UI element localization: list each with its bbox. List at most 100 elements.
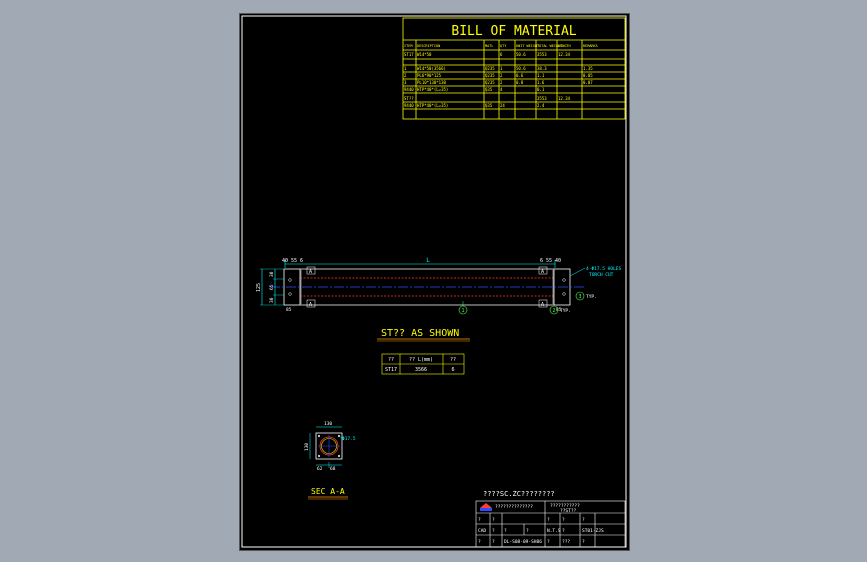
- bom-title: BILL OF MATERIAL: [451, 24, 576, 39]
- bom-table[interactable]: [402, 17, 626, 120]
- bom-header-cell: DESCRIPTION: [417, 44, 440, 48]
- bom-cell: 1: [404, 66, 407, 71]
- title-block-cell: CAD: [478, 528, 486, 534]
- section-marker: A: [309, 302, 312, 308]
- bom-cell: 38.3: [537, 66, 547, 71]
- bom-cell: W14*50: [417, 52, 432, 57]
- bom-outline: [402, 17, 626, 120]
- dim-length-label: L: [426, 257, 430, 264]
- sec-dim-left: 130: [304, 443, 310, 451]
- sec-dim-a: 62: [317, 466, 323, 472]
- bom-header-cell: LENGTH: [558, 44, 571, 48]
- section-marker: A: [541, 269, 544, 275]
- title-block-cell: ?: [492, 517, 495, 523]
- bom-cell: 0.8: [516, 80, 524, 85]
- bom-cell: 0.1: [537, 87, 545, 92]
- title-block-cell: ?: [547, 539, 550, 545]
- title-block-cell: ?: [582, 517, 585, 523]
- title-block[interactable]: [475, 500, 626, 548]
- qty-cell: ST17: [385, 367, 397, 373]
- bolt-hole: [562, 292, 566, 296]
- bom-cell: PL10*130*130: [417, 80, 446, 85]
- callout-label: 2: [553, 308, 556, 314]
- company-name: ??????????????: [495, 504, 533, 510]
- callout-3[interactable]: [575, 291, 585, 301]
- bom-header-cell: REMARKS: [583, 44, 598, 48]
- bom-cell: HTP*40*(L=35): [417, 103, 448, 108]
- title-block-cell: ???: [562, 539, 570, 545]
- dim-height-b: 65: [269, 284, 275, 290]
- bom-cell: 12.34: [558, 52, 571, 57]
- holes-note-line2: TORCH CUT: [589, 272, 614, 278]
- bom-cell: 1.6: [537, 80, 545, 85]
- callout-2[interactable]: [549, 305, 559, 315]
- dim-height-a: 30: [269, 271, 275, 277]
- title-block-cell: N.T.S: [547, 528, 561, 534]
- title-block-cell: DL-S08-09-SH86: [504, 539, 542, 545]
- title-block-cell: ?: [562, 517, 565, 523]
- bom-cell: 50.6: [516, 66, 526, 71]
- bom-cell: 1: [500, 66, 503, 71]
- bom-cell: 2: [500, 73, 503, 78]
- dim-bottom-right: 85: [556, 307, 562, 313]
- bom-header-cell: QTY: [500, 44, 507, 48]
- holes-note-line1: 4-Φ17.5 HOLES: [586, 266, 622, 272]
- drawing-subtitle: ??ST??: [560, 508, 577, 514]
- title-block-cell: ?: [478, 517, 481, 523]
- section-marker: A: [309, 269, 312, 275]
- typ-label: TYP.: [560, 308, 571, 314]
- bom-header-cell: ITEM: [404, 44, 412, 48]
- bom-cell: HTP*40*(L=35): [417, 87, 448, 92]
- bom-cell: 2.4: [537, 103, 545, 108]
- bom-header-cell: TOTAL WEIGHT: [537, 44, 563, 48]
- bom-cell: 0.07: [583, 80, 593, 85]
- title-block-cell: ?: [492, 528, 495, 534]
- dim-bottom-left: 85: [286, 307, 292, 313]
- bom-cell: 3: [404, 80, 407, 85]
- beam-elevation[interactable]: L 40 55 6 6 55 40: [256, 257, 622, 315]
- bom-cell: ST??: [404, 96, 414, 101]
- bom-cell: 50.6: [516, 52, 526, 57]
- bom-cell: 2: [404, 73, 407, 78]
- bom-cell: 0.6: [516, 73, 524, 78]
- section-caption: SEC A-A: [311, 487, 345, 496]
- bom-cell: 0.05: [583, 73, 593, 78]
- bom-cell: 1.1: [537, 73, 545, 78]
- drawing-canvas[interactable]: BILL OF MATERIAL ITEM DESCRIPTION MATL QTY U…: [240, 14, 629, 550]
- title-block-cell: ?: [562, 528, 565, 534]
- bom-header-cell: UNIT WEIGHT: [516, 44, 540, 48]
- bom-cell: Q235: [485, 73, 495, 78]
- bom-cell: 2: [500, 80, 503, 85]
- bolt-hole: [288, 292, 292, 296]
- section-marker: A: [541, 302, 544, 308]
- title-heading: ????SC.ZC????????: [483, 490, 555, 498]
- drawing-title: ???????????: [550, 503, 580, 509]
- bom-cell: Q35: [485, 87, 493, 92]
- bom-cell: Q235: [485, 80, 495, 85]
- qty-header: ??: [450, 357, 456, 363]
- title-block-cell: ?: [582, 539, 585, 545]
- bom-cell: Q35: [485, 103, 493, 108]
- company-logo: [480, 503, 492, 511]
- bom-cell: 9440: [404, 103, 414, 108]
- callout-label: 1: [462, 308, 465, 314]
- bolt-hole: [288, 278, 292, 282]
- section-a-a[interactable]: 130 130 Φ17.5 62 68: [304, 421, 356, 472]
- bom-cell: 4: [500, 87, 503, 92]
- bom-cell: 24: [500, 103, 505, 108]
- qty-header: ??: [388, 357, 394, 363]
- bom-header-cell: MATL: [485, 44, 493, 48]
- callout-label: 3: [579, 294, 582, 300]
- bom-cell: 6: [500, 52, 503, 57]
- title-block-cell: ST01-ZJS: [582, 528, 604, 534]
- drawing-sheet[interactable]: BILL OF MATERIAL ITEM DESCRIPTION MATL QTY U…: [239, 13, 630, 551]
- qty-table[interactable]: [381, 353, 465, 375]
- bolt-hole: [562, 278, 566, 282]
- dim-height-c: 30: [269, 297, 275, 303]
- sheet-frame: [241, 15, 627, 548]
- bom-cell: PL6*90*125: [417, 73, 442, 78]
- dim-left-offsets: 40 55 6: [282, 258, 303, 264]
- bom-cell: W14*50(3566): [417, 66, 446, 71]
